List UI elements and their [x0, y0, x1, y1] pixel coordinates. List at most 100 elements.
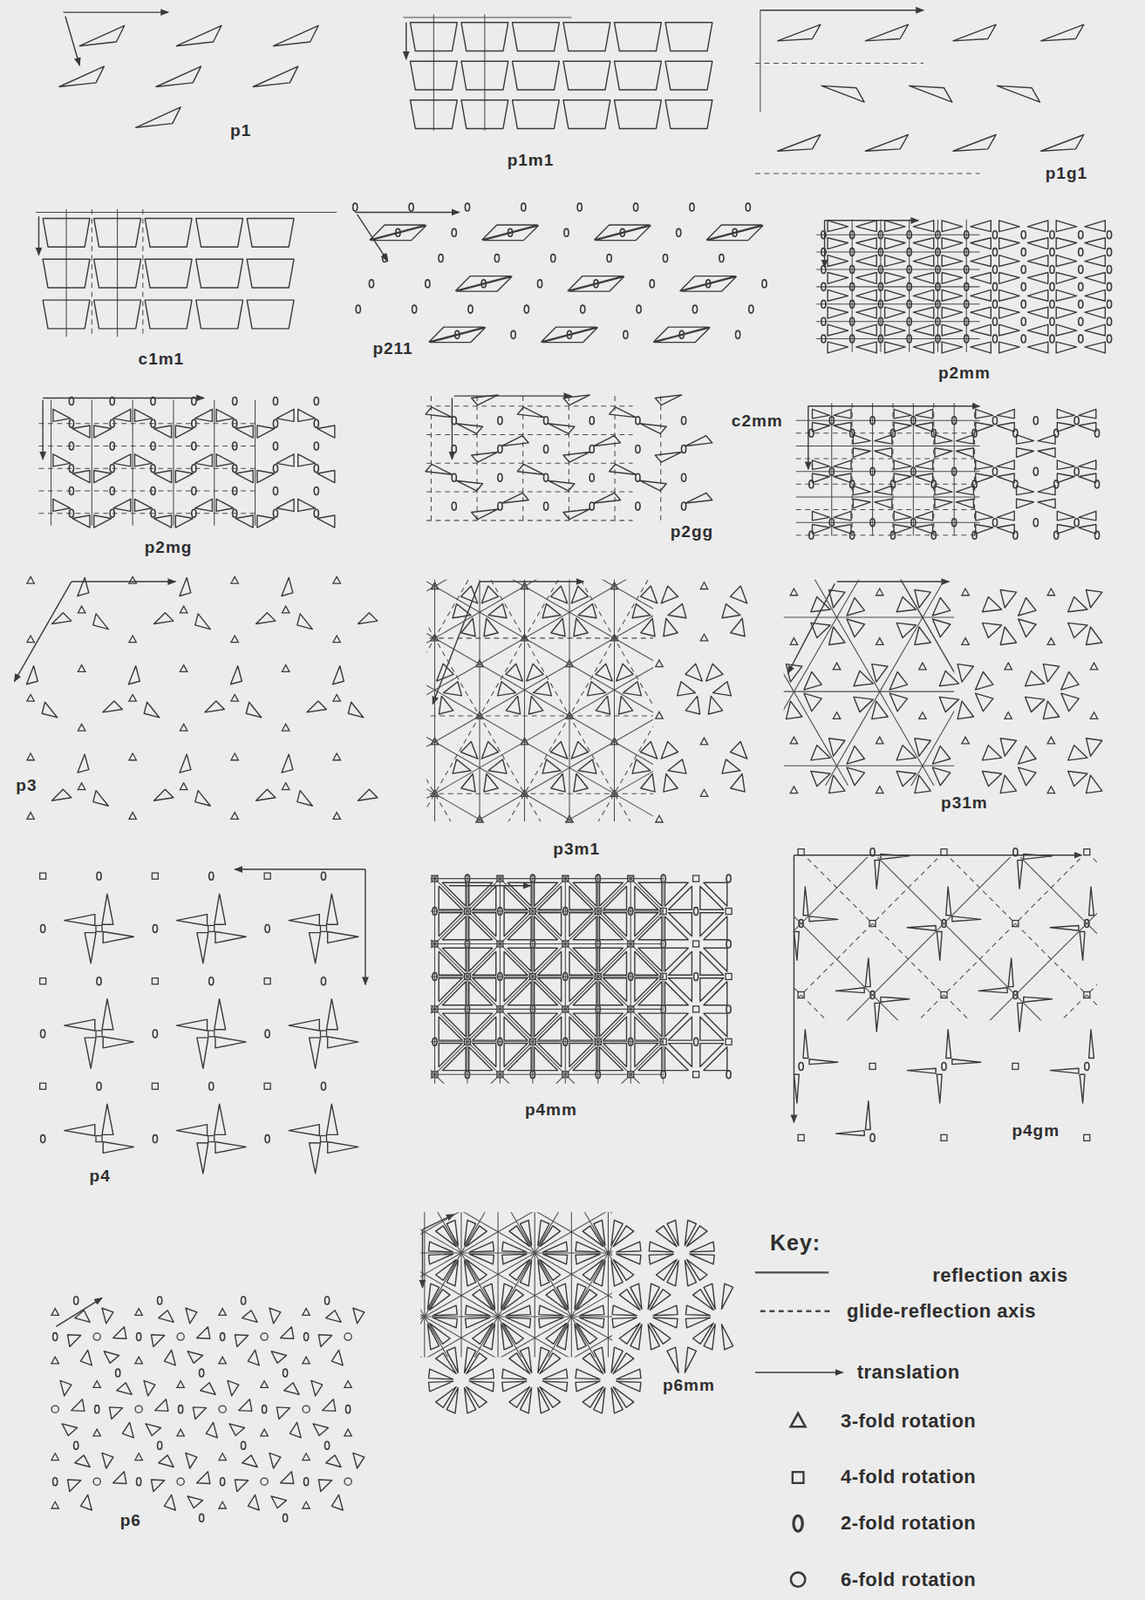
- motif-shape: [331, 1349, 343, 1366]
- twofold-mark: [850, 265, 855, 274]
- reflection-axis-line: [430, 875, 664, 1084]
- motif-shape: [538, 1317, 564, 1329]
- motif-shape: [456, 480, 483, 491]
- motif-shape: [1084, 255, 1105, 267]
- motif-shape: [914, 738, 931, 757]
- motif-shape: [829, 775, 846, 793]
- reflection-axis-line: [426, 579, 654, 822]
- motif-shape: [569, 951, 593, 975]
- twofold-mark: [324, 1296, 329, 1305]
- motif-shape: [134, 498, 152, 512]
- motif-shape: [593, 436, 621, 447]
- wallpaper-c2mm: [809, 408, 1100, 539]
- reflection-axis-line: [499, 875, 501, 1084]
- twofold-mark: [497, 416, 503, 425]
- reflection-axis-line: [430, 875, 664, 1084]
- twofold-mark: [497, 502, 503, 511]
- motif-shape: [569, 1043, 593, 1068]
- glide-axis-line: [793, 857, 1098, 1021]
- glide-axis-line: [426, 715, 654, 717]
- motif-shape: [934, 435, 953, 445]
- twofold-mark: [191, 396, 197, 405]
- motif-shape: [102, 1036, 134, 1049]
- motif-shape: [609, 463, 636, 475]
- reflection-axis-line: [430, 875, 664, 1084]
- threefold-mark: [700, 582, 708, 590]
- twofold-mark: [191, 419, 197, 428]
- motif-shape: [469, 1047, 493, 1071]
- twofold-mark: [850, 282, 855, 291]
- twofold-mark: [850, 429, 855, 437]
- translation-arrow: [787, 583, 835, 674]
- reflection-axis-line: [516, 1212, 613, 1357]
- motif-shape: [156, 66, 201, 87]
- sixfold-mark: [177, 1333, 185, 1341]
- motif-shape: [619, 1289, 641, 1311]
- twofold-mark: [850, 480, 855, 489]
- motif-shape: [446, 1219, 458, 1246]
- motif-shape: [999, 306, 1020, 319]
- group-label: p1m1: [504, 150, 558, 171]
- motif-shape: [297, 613, 314, 630]
- sixfold-mark: [177, 1478, 185, 1486]
- motif-shape: [572, 1047, 597, 1071]
- motif-shape: [811, 622, 831, 638]
- motif-shape: [102, 1452, 114, 1469]
- glide-axis-line: [558, 579, 654, 822]
- threefold-mark: [876, 588, 884, 596]
- twofold-mark: [494, 254, 499, 263]
- motif-shape: [1078, 473, 1097, 484]
- twofold-mark: [935, 282, 941, 291]
- motif-shape: [1068, 622, 1088, 638]
- twofold-mark: [992, 334, 997, 343]
- motif-shape: [661, 586, 678, 604]
- twofold-mark: [850, 317, 855, 326]
- twofold-mark: [676, 228, 682, 237]
- reflection-axis-line: [430, 875, 664, 1084]
- translation-arrow: [63, 11, 170, 13]
- sixfold-mark: [51, 1405, 59, 1413]
- motif-shape: [143, 1380, 156, 1397]
- twofold-mark: [451, 502, 457, 511]
- motif-shape: [51, 613, 71, 625]
- motif-shape: [1078, 460, 1097, 471]
- motif-shape: [827, 220, 848, 232]
- reflection-axis-line: [430, 875, 664, 1084]
- twofold-mark: [906, 334, 912, 343]
- twofold-mark: [412, 305, 417, 314]
- motif-shape: [975, 511, 994, 521]
- twofold-mark: [911, 416, 916, 425]
- twofold-mark: [464, 203, 470, 212]
- reflection-axis-line: [430, 875, 664, 1084]
- twofold-mark: [272, 442, 278, 450]
- reflection-axis-line: [571, 1212, 573, 1357]
- motif-shape: [956, 498, 975, 509]
- translation-arrow: [422, 1229, 423, 1289]
- motif-shape: [896, 597, 916, 613]
- motif-shape: [507, 916, 532, 941]
- motif-shape: [74, 1455, 90, 1468]
- motif-shape: [975, 422, 994, 433]
- twofold-mark: [265, 1135, 270, 1144]
- glide-axis-line: [426, 579, 654, 822]
- glide-axis-line: [38, 490, 255, 491]
- translation-arrow: [432, 581, 480, 704]
- motif-shape: [833, 408, 852, 419]
- motif-shape: [872, 701, 888, 719]
- twofold-mark: [906, 282, 912, 291]
- threefold-mark: [333, 635, 341, 643]
- motif-shape: [1056, 306, 1077, 319]
- glide-axis-line: [426, 579, 654, 822]
- motif-shape: [1084, 324, 1105, 336]
- twofold-mark: [870, 518, 875, 527]
- twofold-mark: [964, 248, 969, 257]
- motif-shape: [175, 470, 193, 484]
- twofold-mark: [745, 203, 750, 212]
- motif-shape: [1000, 627, 1016, 645]
- twofold-mark: [1049, 299, 1055, 308]
- motif-shape: [79, 25, 124, 46]
- motif-shape: [179, 754, 191, 773]
- twofold-mark: [829, 518, 834, 527]
- motif-shape: [1016, 435, 1035, 445]
- reflection-axis-line: [430, 875, 664, 1084]
